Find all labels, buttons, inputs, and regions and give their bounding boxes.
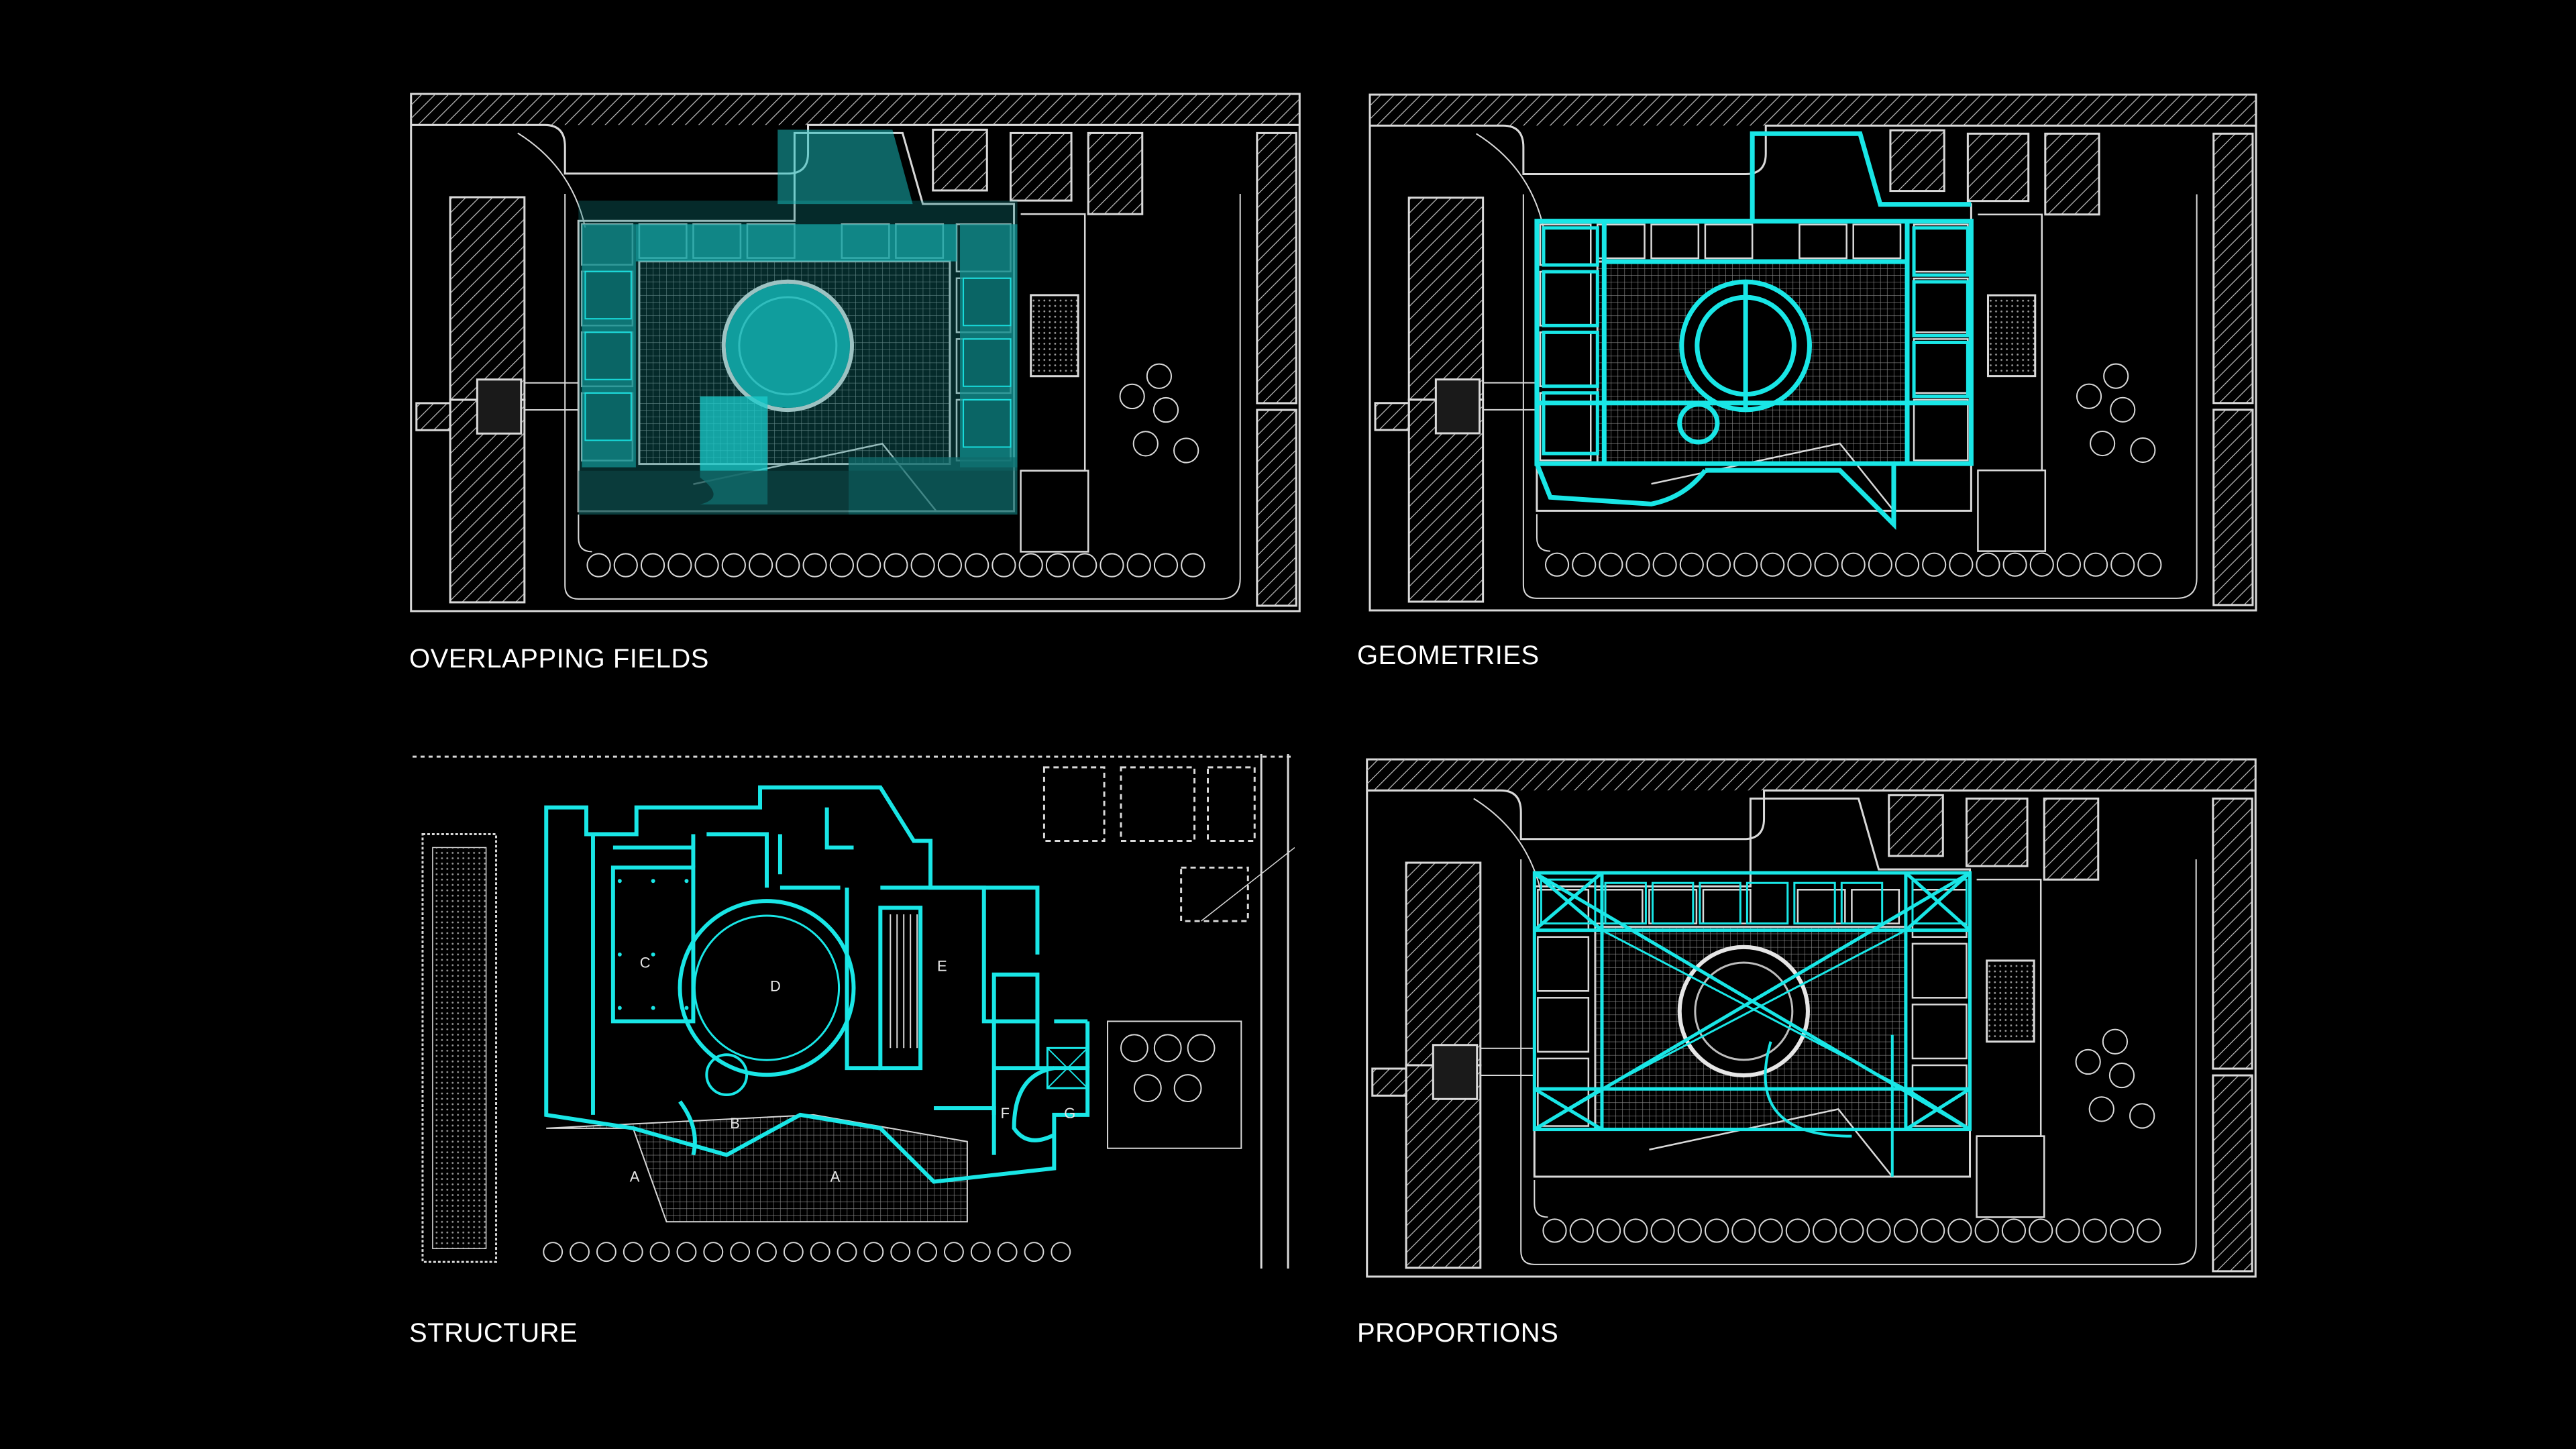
caption-proportions: PROPORTIONS <box>1357 1318 1559 1348</box>
column-grid <box>617 879 689 1010</box>
room-label-g: G <box>1064 1105 1075 1122</box>
overlay-fields <box>578 129 1018 515</box>
room-label-f: F <box>1001 1105 1010 1122</box>
structure-walls <box>544 785 1090 1184</box>
proportion-overlay <box>1532 871 1972 1177</box>
geometries-plan <box>1368 93 2257 612</box>
proportions-plan <box>1365 758 2257 1278</box>
auditorium-seating <box>890 914 918 1049</box>
room-label-e: E <box>937 958 947 975</box>
panel-proportions <box>1365 758 2257 1278</box>
structure-plan: A A B C D E F G <box>413 753 1295 1269</box>
room-label-a2: A <box>830 1169 841 1185</box>
caption-geometries: GEOMETRIES <box>1357 641 1540 670</box>
caption-overlapping-fields: OVERLAPPING FIELDS <box>409 644 709 674</box>
panel-geometries <box>1368 93 2257 612</box>
room-label-a1: A <box>630 1169 640 1185</box>
room-label-d: D <box>770 978 781 995</box>
room-label-c: C <box>640 955 651 971</box>
caption-structure: STRUCTURE <box>409 1318 578 1348</box>
room-label-b: B <box>730 1115 740 1132</box>
geometry-overlay <box>1534 131 1974 530</box>
panel-overlapping-fields <box>409 93 1301 612</box>
overlapping-fields-plan <box>409 93 1301 612</box>
panel-structure: A A B C D E F G <box>413 751 1295 1271</box>
